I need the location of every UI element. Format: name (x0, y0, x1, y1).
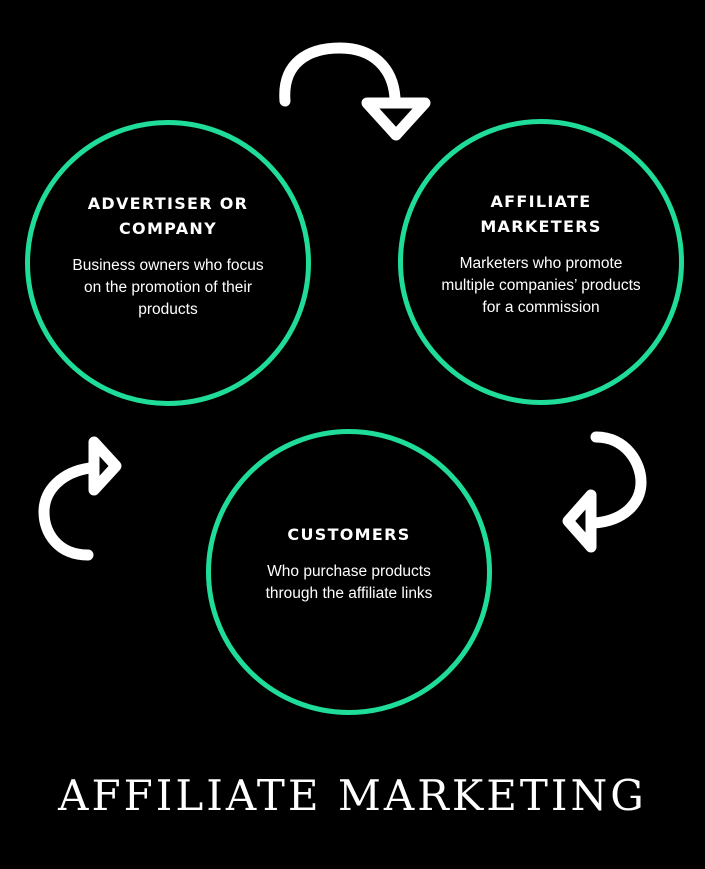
node-title: ADVERTISER OR COMPANY (87, 194, 249, 238)
node-description: Business owners who focus on the promoti… (72, 257, 264, 318)
curved-arrow-right-icon (562, 431, 647, 553)
node-customers: CUSTOMERS Who purchase products through … (206, 429, 492, 715)
node-affiliate-marketers: AFFILIATE MARKETERS Marketers who promot… (398, 119, 684, 405)
node-advertiser: ADVERTISER OR COMPANY Business owners wh… (25, 120, 311, 406)
curved-arrow-left-icon (38, 436, 122, 561)
node-title: AFFILIATE MARKETERS (480, 192, 602, 236)
node-description: Marketers who promote multiple companies… (441, 255, 641, 316)
node-title: CUSTOMERS (287, 524, 411, 544)
page-title: AFFILIATE MARKETING (58, 771, 647, 820)
node-description: Who purchase products through the affili… (265, 562, 433, 602)
curved-arrow-top-icon (279, 42, 431, 141)
